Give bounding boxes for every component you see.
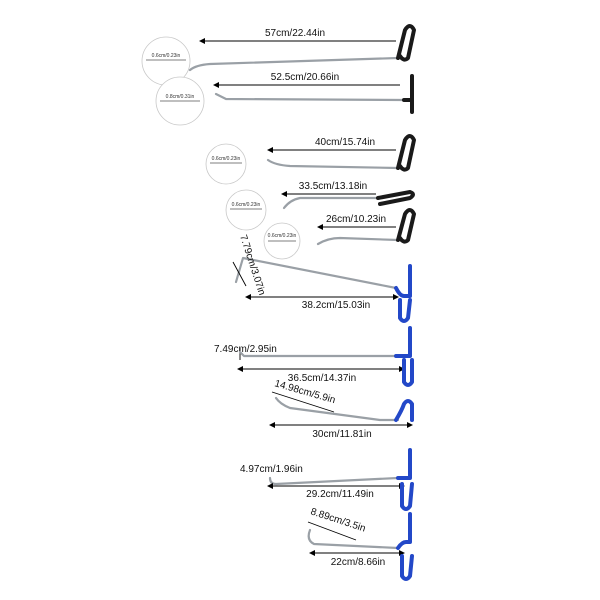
blue-handle: [394, 264, 412, 323]
length-label: 38.2cm/15.03in: [302, 300, 370, 311]
black-handle: [396, 208, 416, 244]
tip-label: 8.89cm/3.5in: [309, 506, 367, 534]
tool-10: 8.89cm/3.5in 22cm/8.66in: [307, 506, 414, 581]
tip-label: 4.97cm/1.96in: [240, 464, 303, 475]
length-label: 36.5cm/14.37in: [288, 373, 356, 384]
tool-1: 0.6cm/0.23in 57cm/22.44in: [141, 24, 416, 86]
tool-3: 0.6cm/0.23in 40cm/15.74in: [205, 134, 416, 185]
tip-zoom-circle: [205, 143, 247, 185]
length-label: 52.5cm/20.66in: [271, 72, 339, 83]
length-label: 30cm/11.81in: [312, 429, 371, 440]
rod: [268, 476, 400, 486]
tip-zoom-circle: [225, 189, 267, 231]
rod: [234, 256, 398, 290]
length-label: 26cm/10.23in: [326, 214, 386, 225]
length-label: 33.5cm/13.18in: [299, 181, 367, 192]
tool-8: 14.98cm/5.9in 30cm/11.81in: [269, 378, 414, 440]
length-label: 40cm/15.74in: [315, 137, 375, 148]
tool-6: 7.79cm/3.07in 38.2cm/15.03in: [232, 234, 412, 323]
tool-4: 0.6cm/0.23in 33.5cm/13.18in: [225, 181, 415, 231]
black-handle: [396, 134, 416, 172]
tool-2: 0.8cm/0.31in 52.5cm/20.66in: [155, 72, 414, 126]
length-label: 29.2cm/11.49in: [306, 489, 374, 500]
rod: [282, 196, 382, 210]
tip-dim-bracket: [271, 391, 335, 413]
tip-label: 7.49cm/2.95in: [214, 344, 277, 355]
rod: [266, 158, 400, 170]
tip-dim-bracket: [232, 261, 247, 287]
black-handle: [376, 190, 415, 206]
blue-handle: [396, 448, 414, 511]
tip-label: 0.6cm/0.23in: [232, 202, 261, 208]
tip-label: 0.6cm/0.23in: [152, 53, 181, 59]
rod: [316, 236, 400, 246]
rod: [307, 528, 400, 550]
blue-handle: [396, 512, 414, 581]
tip-dim-bracket: [307, 521, 357, 541]
black-handle: [396, 24, 416, 62]
tool-7: 7.49cm/2.95in 36.5cm/14.37in: [214, 326, 414, 387]
blue-handle: [394, 399, 414, 422]
rod: [274, 396, 400, 422]
tip-label: 0.6cm/0.23in: [212, 156, 241, 162]
rod: [238, 350, 398, 358]
length-label: 22cm/8.66in: [331, 557, 385, 568]
rod: [188, 56, 400, 72]
blue-handle: [394, 326, 414, 387]
tip-label: 0.8cm/0.31in: [166, 94, 195, 100]
tool-9: 4.97cm/1.96in 29.2cm/11.49in: [240, 448, 414, 511]
rod: [214, 92, 406, 102]
black-handle: [402, 74, 414, 114]
tip-label: 0.6cm/0.23in: [268, 233, 297, 239]
tool-5: 0.6cm/0.23in 26cm/10.23in: [263, 208, 416, 260]
length-label: 57cm/22.44in: [265, 28, 325, 39]
